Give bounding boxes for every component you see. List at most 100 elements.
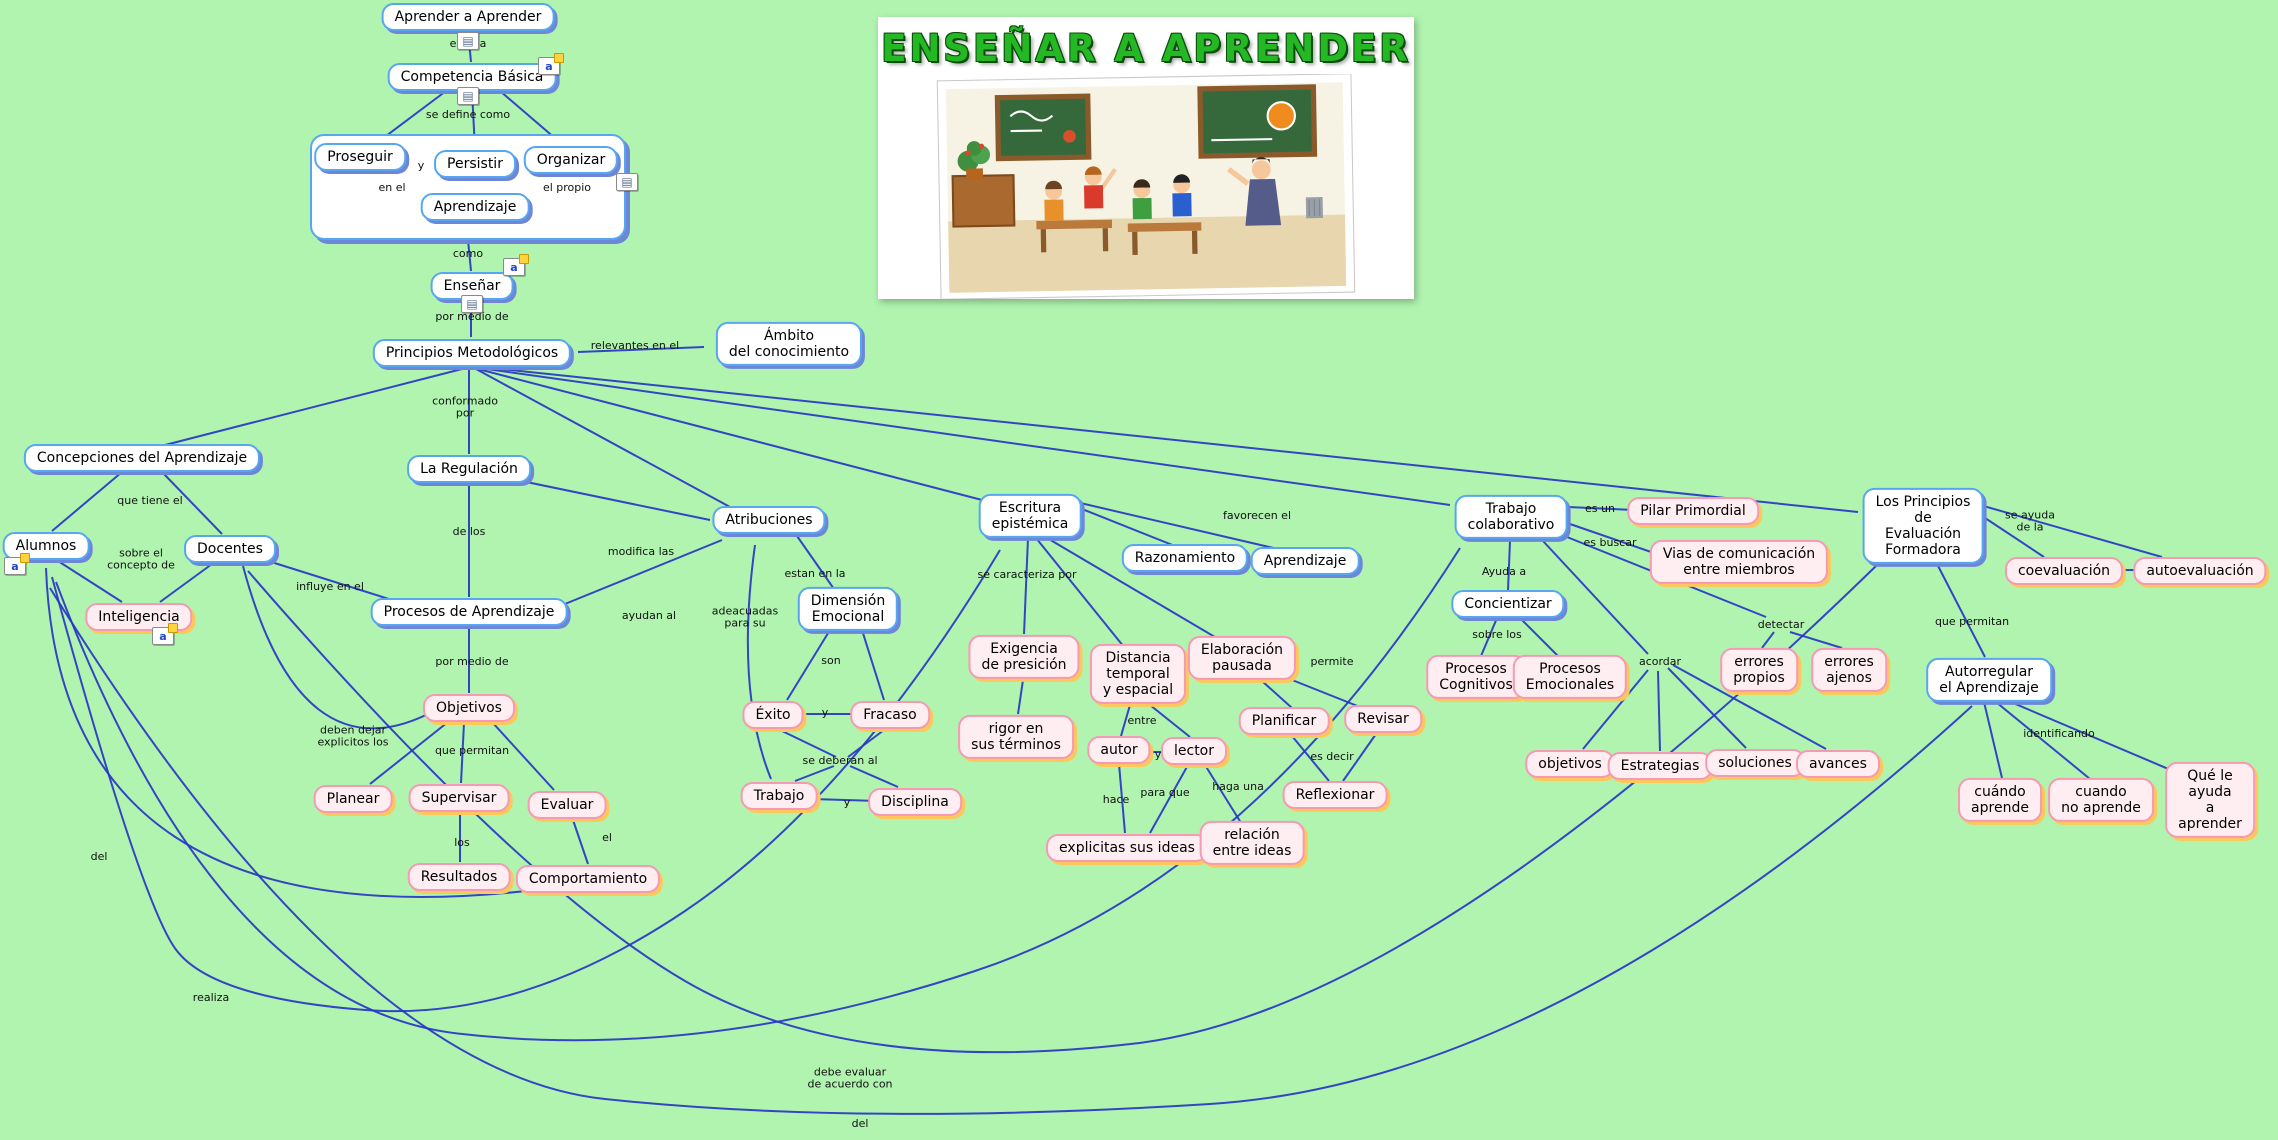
concept-rigor-terminos[interactable]: rigor en sus términos — [958, 714, 1074, 760]
concept-planificar[interactable]: Planificar — [1238, 706, 1330, 736]
concept-aprendizaje[interactable]: Aprendizaje — [420, 192, 530, 222]
concept-ambito-conocimiento[interactable]: Ámbito del conocimiento — [715, 321, 863, 367]
link-label-y-4: y — [1154, 747, 1162, 761]
concept-disciplina[interactable]: Disciplina — [868, 787, 962, 817]
edge-line — [247, 565, 1877, 1054]
edge-line — [849, 765, 899, 788]
concept-que-le-ayuda[interactable]: Qué le ayuda a aprender — [2165, 761, 2255, 839]
concept-trabajo-colaborativo[interactable]: Trabajo colaborativo — [1454, 494, 1568, 540]
concept-autorregular-aprendizaje[interactable]: Autorregular el Aprendizaje — [1926, 657, 2052, 703]
edge-line — [1542, 540, 1649, 655]
edge-line — [1569, 523, 1655, 554]
link-label-que-permitan: que permitan — [434, 743, 510, 757]
concept-principios-evaluacion-formadora[interactable]: Los Principios de Evaluación Formadora — [1862, 487, 1984, 565]
edge-line — [475, 368, 731, 508]
edge-line — [577, 346, 705, 353]
concept-razonamiento[interactable]: Razonamiento — [1121, 543, 1249, 573]
edge-line — [1672, 664, 1827, 750]
concept-vias-comunicacion[interactable]: Vias de comunicación entre miembros — [1649, 539, 1829, 585]
concept-reflexionar[interactable]: Reflexionar — [1282, 780, 1388, 810]
concept-la-regulacion[interactable]: La Regulación — [407, 454, 531, 484]
classroom-illustration — [936, 74, 1356, 299]
concept-errores-propios[interactable]: errores propios — [1720, 647, 1798, 693]
concept-aprendizaje-2[interactable]: Aprendizaje — [1250, 546, 1360, 576]
concept-aprender-a-aprender[interactable]: Aprender a Aprender — [381, 2, 555, 32]
edge-line — [460, 722, 465, 784]
concept-objetivos-2[interactable]: objetivos — [1525, 749, 1615, 779]
concept-persistir[interactable]: Persistir — [434, 149, 516, 179]
concept-explicitas-ideas[interactable]: explicitas sus ideas — [1046, 833, 1208, 863]
concept-docentes[interactable]: Docentes — [184, 534, 276, 564]
concept-avances[interactable]: avances — [1796, 749, 1880, 779]
concept-concientizar[interactable]: Concientizar — [1451, 589, 1565, 619]
concept-elaboracion-pausada[interactable]: Elaboración pausada — [1187, 635, 1297, 681]
concept-principios-metodologicos[interactable]: Principios Metodológicos — [372, 338, 572, 368]
edge-line — [1261, 680, 1293, 709]
edge-line — [1507, 540, 1511, 591]
concept-inteligencia[interactable]: Inteligencia — [85, 602, 193, 632]
edge-line — [1761, 631, 1775, 649]
link-label-se-ayuda-de-la: se ayuda de la — [2005, 508, 2055, 534]
resource-icon[interactable] — [4, 553, 30, 575]
edge-line — [55, 547, 1461, 1042]
edge-line — [51, 549, 1001, 1013]
concept-autoevaluacion[interactable]: autoevaluación — [2133, 556, 2267, 586]
edge-line — [1075, 501, 1283, 551]
link-label-los: los — [454, 835, 470, 849]
concept-trabajo[interactable]: Trabajo — [740, 781, 818, 811]
concept-exigencia-precision[interactable]: Exigencia de presición — [968, 634, 1080, 680]
edge-line — [1567, 506, 1635, 511]
concept-supervisar[interactable]: Supervisar — [408, 783, 510, 813]
concept-distancia-temporal[interactable]: Distancia temporal y espacial — [1089, 643, 1187, 705]
concept-atribuciones[interactable]: Atribuciones — [712, 505, 826, 535]
concept-organizar[interactable]: Organizar — [523, 145, 619, 175]
edge-line — [1149, 764, 1189, 834]
concept-soluciones[interactable]: soluciones — [1705, 748, 1805, 778]
concept-relacion-ideas[interactable]: relación entre ideas — [1199, 820, 1305, 866]
concept-procesos-cognitivos[interactable]: Procesos Cognitivos — [1426, 654, 1526, 700]
link-label-y-2: y — [821, 705, 829, 719]
concept-proseguir[interactable]: Proseguir — [314, 142, 406, 172]
concept-resultados[interactable]: Resultados — [407, 862, 511, 892]
edge-line — [1017, 679, 1024, 715]
concept-procesos-de-aprendizaje[interactable]: Procesos de Aprendizaje — [370, 597, 568, 627]
concept-autor[interactable]: autor — [1087, 735, 1151, 765]
edge-line — [164, 368, 463, 446]
resource-icon[interactable] — [457, 32, 479, 50]
link-label-en-el: en el — [378, 180, 406, 194]
edge-line — [1149, 704, 1191, 738]
edge-line — [51, 471, 123, 532]
resource-icon[interactable] — [461, 295, 483, 313]
resource-icon[interactable] — [503, 254, 529, 276]
concept-objetivos[interactable]: Objetivos — [423, 693, 515, 723]
concept-estrategias[interactable]: Estrategias — [1607, 751, 1713, 781]
edge-line — [1519, 617, 1559, 657]
concept-revisar[interactable]: Revisar — [1344, 704, 1422, 734]
concept-cuando-aprende[interactable]: cuándo aprende — [1958, 777, 2042, 823]
resource-icon[interactable] — [152, 623, 178, 645]
edge-line — [161, 471, 223, 535]
edge-line — [1582, 669, 1649, 750]
concept-exito[interactable]: Éxito — [742, 700, 804, 730]
concept-cuando-no-aprende[interactable]: cuando no aprende — [2048, 777, 2154, 823]
edge-line — [1023, 537, 1029, 635]
concept-lector[interactable]: lector — [1160, 736, 1228, 766]
concept-alumnos[interactable]: Alumnos — [2, 531, 90, 561]
concept-pilar-primordial[interactable]: Pilar Primordial — [1627, 496, 1759, 526]
concept-concepciones-aprendizaje[interactable]: Concepciones del Aprendizaje — [23, 443, 261, 473]
concept-planear[interactable]: Planear — [313, 784, 393, 814]
resource-icon[interactable] — [538, 53, 564, 75]
concept-comportamiento[interactable]: Comportamiento — [515, 864, 661, 894]
concept-escritura-epistemica[interactable]: Escritura epistémica — [978, 493, 1082, 539]
resource-icon[interactable] — [616, 173, 638, 191]
concept-procesos-emocionales[interactable]: Procesos Emocionales — [1512, 654, 1628, 700]
link-label-entre: entre — [1127, 713, 1157, 727]
link-label-hace: hace — [1102, 792, 1130, 806]
resource-icon[interactable] — [457, 87, 479, 105]
concept-dimension-emocional[interactable]: Dimensión Emocional — [797, 586, 899, 632]
concept-errores-ajenos[interactable]: errores ajenos — [1811, 647, 1887, 693]
edge-line — [1935, 561, 1986, 658]
concept-fracaso[interactable]: Fracaso — [850, 700, 930, 730]
concept-coevaluacion[interactable]: coevaluación — [2004, 556, 2124, 586]
concept-evaluar[interactable]: Evaluar — [527, 790, 607, 820]
